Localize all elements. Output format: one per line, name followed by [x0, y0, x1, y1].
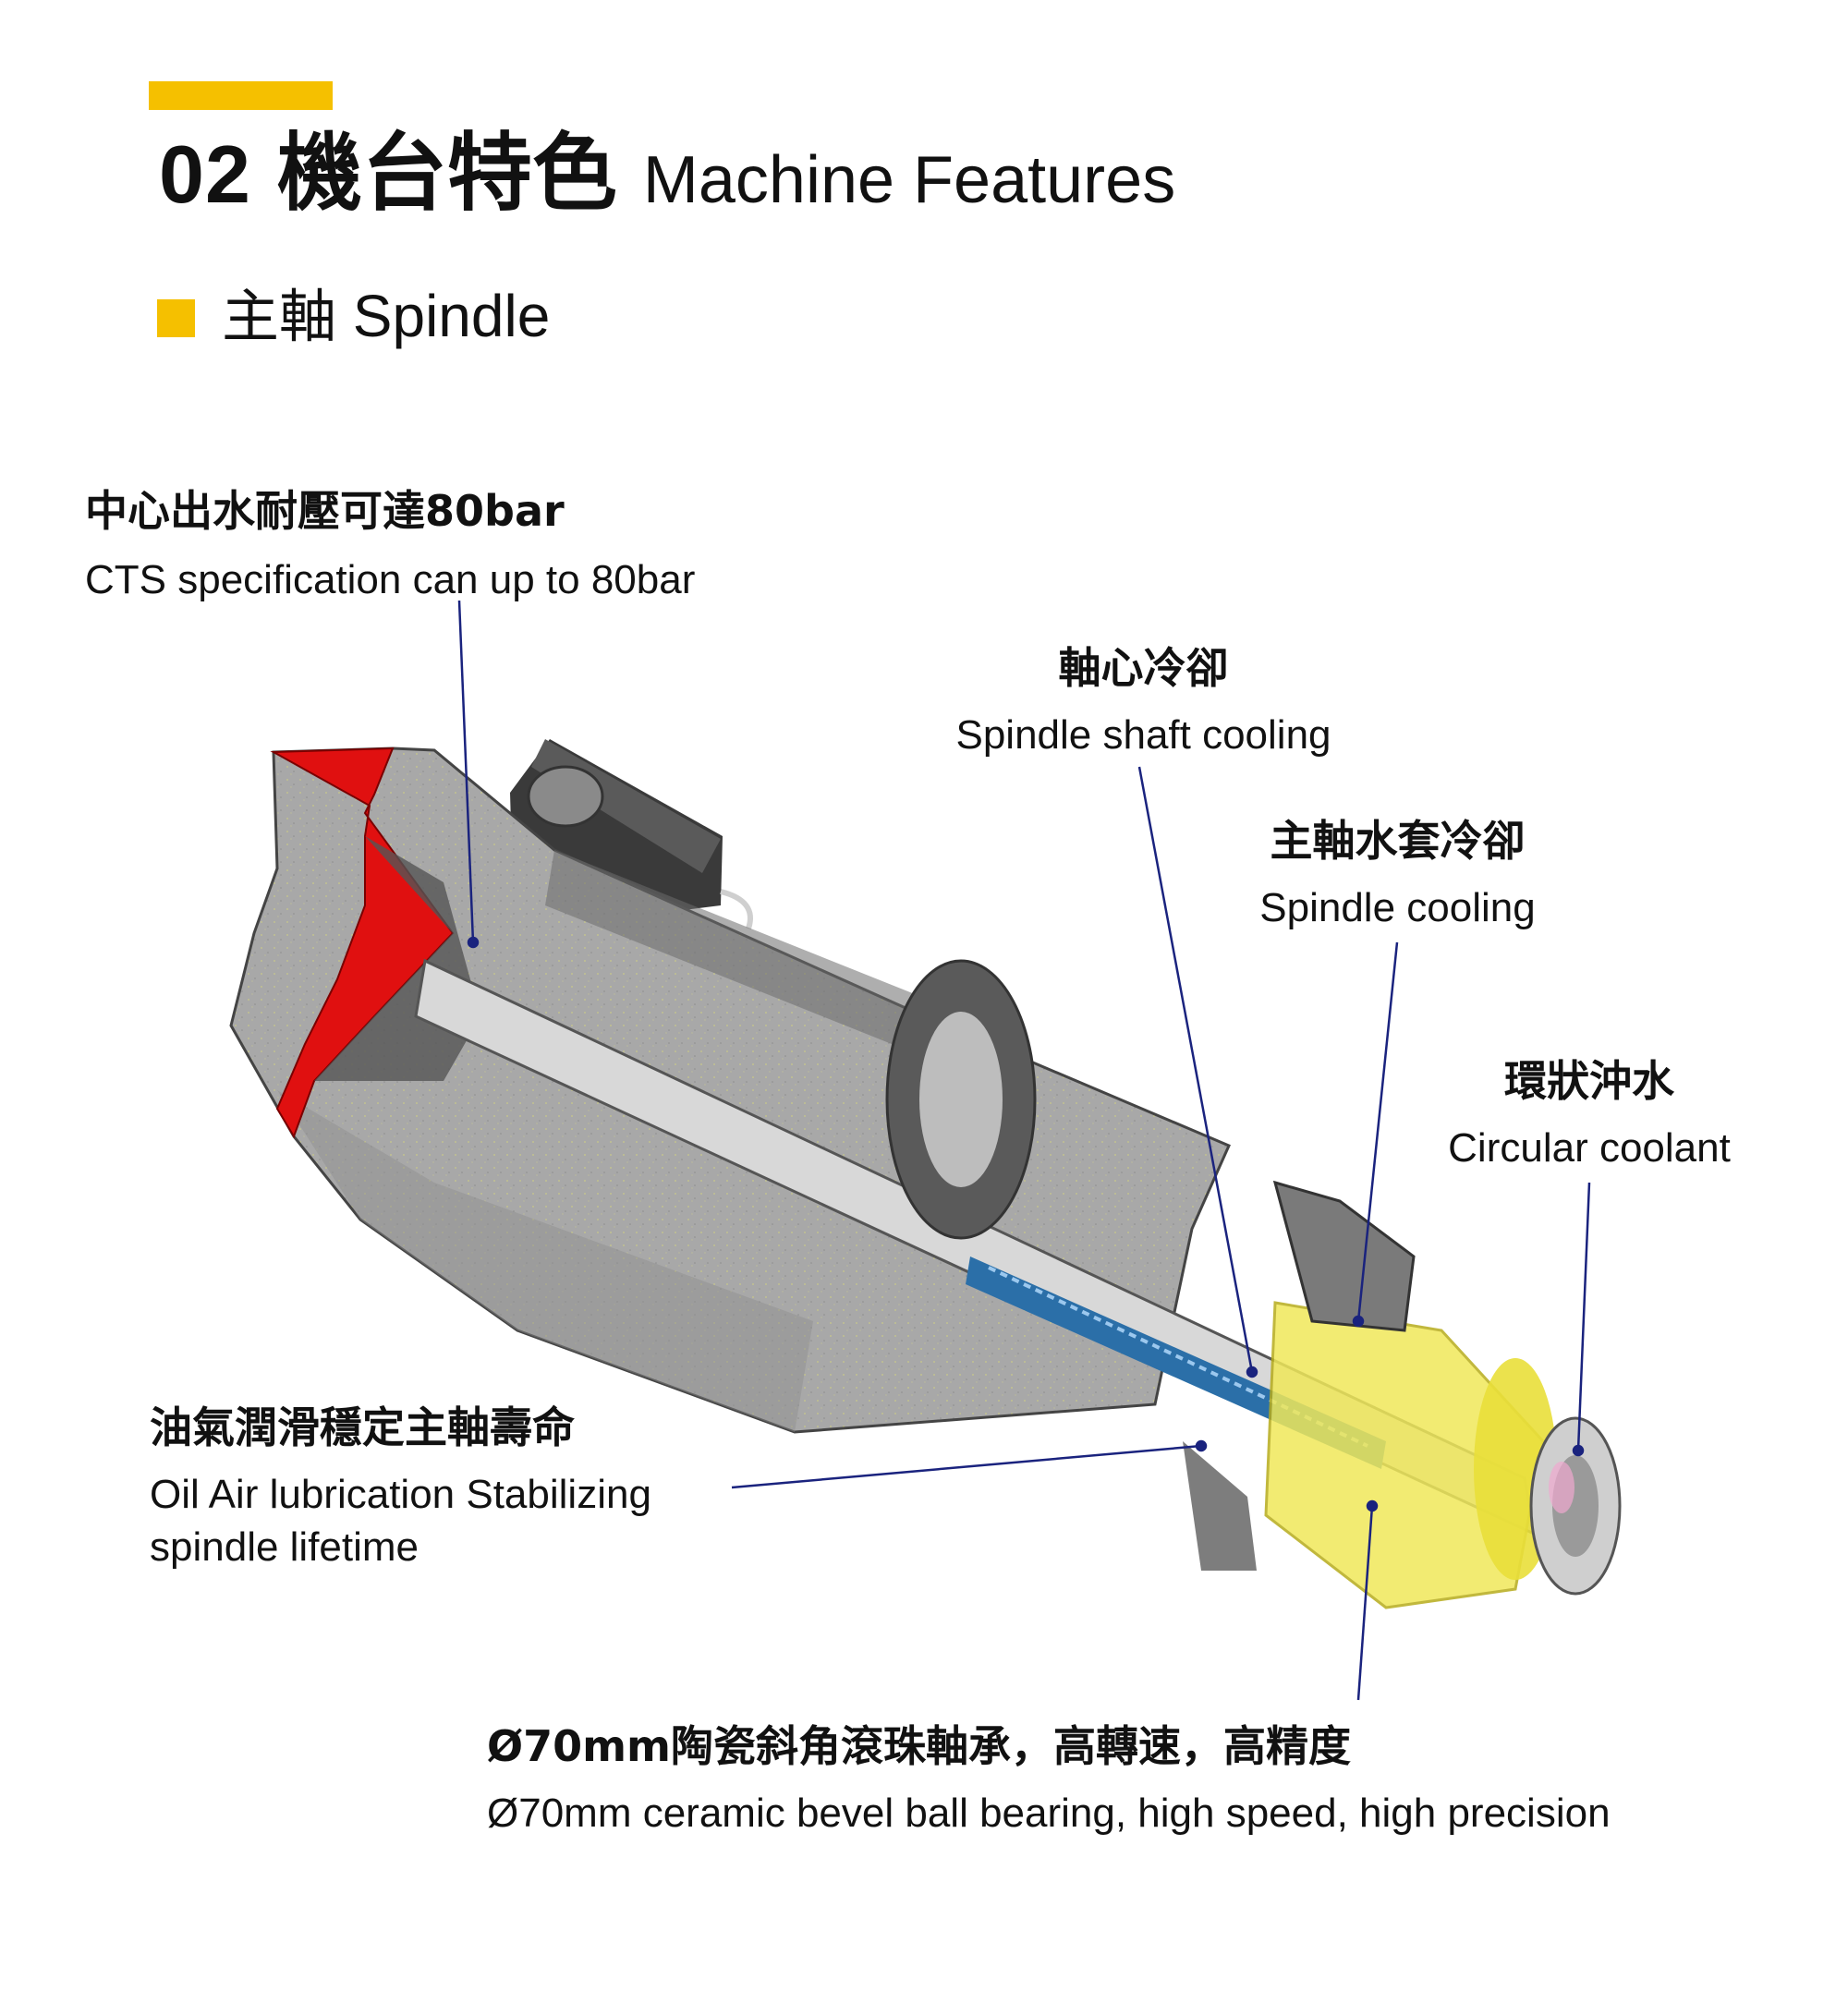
- header-accent-bar: [149, 81, 333, 110]
- leader-bearing: [1356, 1505, 1374, 1701]
- callout-oil-air-zh: 油氣潤滑穩定主軸壽命: [150, 1402, 575, 1452]
- callout-shaft-cooling-zh: 軸心冷卻: [1058, 643, 1229, 693]
- section-subtitle: 主軸 Spindle: [222, 286, 550, 346]
- callout-bearing-zh: Ø70mm陶瓷斜角滾珠軸承，高轉速，高精度: [487, 1721, 1351, 1771]
- callout-oil-air-en-line1: Oil Air lubrication Stabilizing: [150, 1471, 651, 1517]
- callout-spindle-cooling: 主軸水套冷卻 Spindle cooling: [1243, 818, 1552, 934]
- subtitle-en: Spindle: [352, 283, 551, 349]
- title-en: Machine Features: [642, 143, 1176, 217]
- callout-shaft-cooling-en: Spindle shaft cooling: [955, 711, 1331, 758]
- leader-circular-coolant: [1576, 1182, 1591, 1451]
- leader-spindle-cooling-dot: [1352, 1315, 1365, 1328]
- leader-cts-dot: [467, 936, 480, 949]
- leader-shaft-cooling: [1137, 766, 1254, 1373]
- callout-oil-air-en-line2: spindle lifetime: [150, 1524, 419, 1570]
- callout-circular-coolant-en: Circular coolant: [1448, 1124, 1731, 1171]
- spindle-nose: [1529, 1416, 1622, 1596]
- leader-bearing-dot: [1366, 1499, 1379, 1512]
- callout-shaft-cooling: 軸心冷卻 Spindle shaft cooling: [933, 645, 1354, 761]
- section-number: 02: [159, 128, 251, 220]
- subtitle-zh: 主軸: [222, 283, 337, 350]
- leader-oil-air: [731, 1444, 1202, 1489]
- front-flange: [1183, 1180, 1416, 1571]
- red-cutaway-part: [270, 747, 455, 1139]
- callout-circular-coolant-zh: 環狀沖水: [1504, 1056, 1674, 1106]
- callout-bearing-en: Ø70mm ceramic bevel ball bearing, high s…: [487, 1790, 1611, 1836]
- rear-flange: [885, 959, 1037, 1240]
- subtitle-bullet: [157, 299, 195, 337]
- callout-cts: 中心出水耐壓可達80bar CTS specification can up t…: [85, 488, 695, 606]
- callout-spindle-cooling-en: Spindle cooling: [1259, 884, 1536, 930]
- leader-shaft-cooling-dot: [1246, 1366, 1258, 1378]
- title-zh: 機台特色: [276, 124, 617, 223]
- yellow-cooling-jacket: [1264, 1301, 1557, 1609]
- callout-circular-coolant: 環狀沖水 Circular coolant: [1432, 1058, 1746, 1174]
- callout-spindle-cooling-zh: 主軸水套冷卻: [1270, 816, 1526, 866]
- callout-bearing: Ø70mm陶瓷斜角滾珠軸承，高轉速，高精度 Ø70mm ceramic beve…: [487, 1723, 1611, 1839]
- leader-lines: [457, 600, 1591, 1701]
- leader-spindle-cooling: [1356, 941, 1399, 1322]
- leader-cts: [457, 600, 475, 943]
- leader-oil-air-dot: [1195, 1439, 1208, 1452]
- callout-cts-en: CTS specification can up to 80bar: [85, 556, 696, 602]
- leader-circular-coolant-dot: [1572, 1444, 1585, 1457]
- callout-cts-zh: 中心出水耐壓可達80bar: [85, 486, 565, 536]
- callout-oil-air: 油氣潤滑穩定主軸壽命 Oil Air lubrication Stabilizi…: [150, 1404, 651, 1573]
